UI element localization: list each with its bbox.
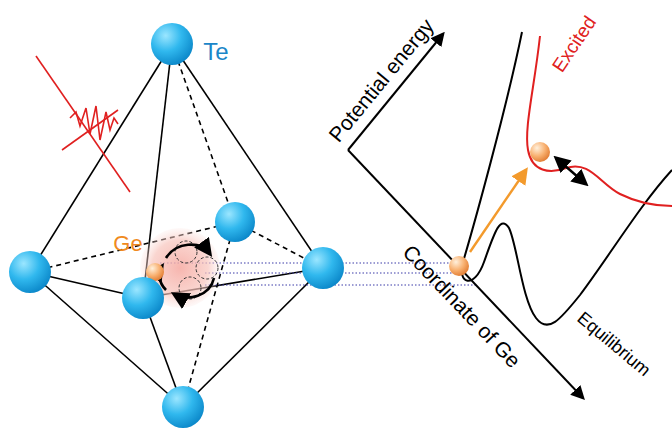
curve-label: Excited — [549, 13, 600, 75]
equilibrium-curve — [462, 32, 672, 325]
excited-curve — [527, 36, 672, 206]
curve-label: Equilibrium — [574, 308, 654, 379]
atom-label: Te — [203, 40, 228, 64]
laser-pulse — [36, 56, 130, 192]
axis-label: Coordinate of Ge — [399, 241, 524, 371]
ge-ball — [449, 256, 469, 276]
octahedron-edges — [30, 44, 323, 407]
te-atoms — [9, 23, 344, 428]
axis-label: Potential energy — [325, 15, 438, 146]
atom-label: Ge — [113, 233, 142, 255]
ge-ball — [530, 142, 550, 162]
excitation-arrow — [470, 170, 526, 252]
oscillation-arrow — [556, 158, 586, 184]
te-atom — [122, 277, 164, 319]
